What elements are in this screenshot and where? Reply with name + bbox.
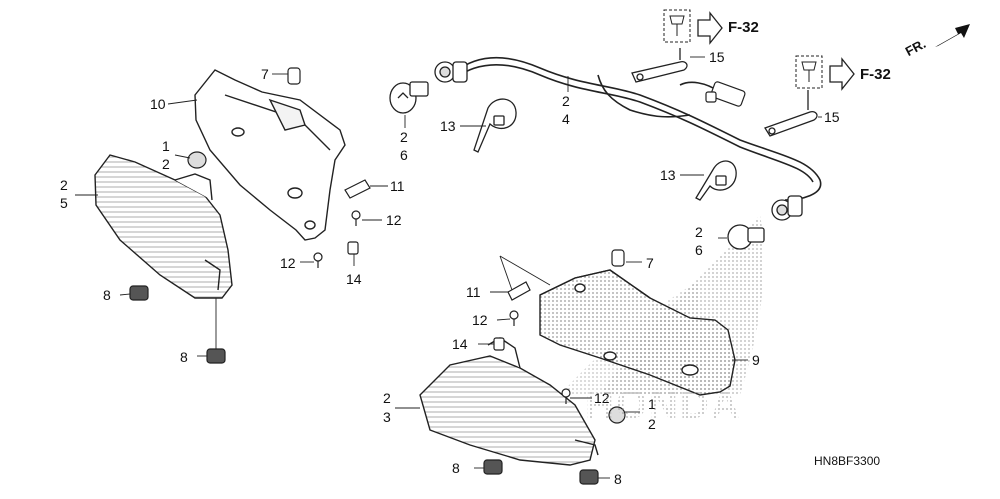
- cable-tie-upper: [473, 98, 517, 153]
- right-headlight: [419, 337, 599, 466]
- callout-2-lower-cap: 2: [648, 417, 656, 431]
- callout-9: 9: [752, 352, 760, 368]
- ref-arrow-lower: [829, 57, 855, 91]
- bulb-upper: [389, 81, 429, 114]
- callout-14-upper: 14: [346, 271, 362, 287]
- rubber-cap-right: [608, 406, 626, 424]
- left-headlight: [94, 154, 233, 299]
- diagram-code: HN8BF3300: [814, 454, 881, 468]
- callout-8-right-1: 8: [452, 460, 460, 476]
- right-bracket: [539, 269, 736, 396]
- screw-12-c: [509, 310, 519, 326]
- callout-3: 3: [383, 409, 391, 425]
- callout-2-upper-cap: 2: [162, 156, 170, 172]
- clip-icon-lower: [801, 61, 817, 82]
- nut-14-upper: [347, 241, 359, 255]
- callout-2-left-lamp: 2: [60, 177, 68, 193]
- callout-7-lower: 7: [646, 255, 654, 271]
- screw-12-a: [351, 210, 361, 226]
- ref-arrow-upper: [697, 11, 723, 45]
- left-bracket: [194, 69, 346, 241]
- reference-f32-upper: F-32: [728, 19, 759, 36]
- wiring-harness: [454, 56, 822, 201]
- cable-tie-lower: [695, 160, 737, 201]
- callout-6-lower: 6: [695, 242, 703, 258]
- clip-7-upper: [287, 67, 301, 85]
- callout-12-upper-a: 12: [386, 212, 402, 228]
- honda-watermark-text: HONDA: [585, 383, 742, 427]
- grommet-right-2: [579, 469, 599, 485]
- callout-2-bulb-upper: 2: [400, 129, 408, 145]
- callout-7-upper: 7: [261, 66, 269, 82]
- callout-13-lower: 13: [660, 167, 676, 183]
- callout-8-left-1: 8: [103, 287, 111, 303]
- clip-box-lower: [795, 55, 823, 89]
- callout-14-lower: 14: [452, 336, 468, 352]
- callout-12-lower-b: 12: [594, 391, 610, 405]
- bulb-socket-lower: [771, 195, 803, 221]
- callout-2-harness: 2: [562, 93, 570, 109]
- callout-1-upper: 1: [162, 138, 170, 154]
- callout-15-lower: 15: [824, 109, 840, 125]
- callout-1-lower: 1: [648, 397, 656, 411]
- clip-7-lower: [611, 249, 625, 267]
- callout-4: 4: [562, 111, 570, 127]
- callout-8-left-2: 8: [180, 349, 188, 365]
- nut-14-lower: [493, 337, 505, 351]
- callout-11-lower: 11: [466, 284, 481, 300]
- callout-13-upper: 13: [440, 118, 456, 134]
- stay-upper: [631, 48, 688, 83]
- grommet-right-1: [483, 459, 503, 475]
- harness-connector: [705, 81, 746, 107]
- clamp-11-lower: [507, 281, 531, 301]
- clip-icon-upper: [669, 15, 685, 36]
- callout-10: 10: [150, 96, 166, 112]
- reference-f32-lower: F-32: [860, 66, 891, 83]
- bulb-socket-upper: [434, 61, 468, 83]
- callout-12-upper-b: 12: [280, 255, 296, 271]
- callout-15-upper: 15: [709, 49, 725, 65]
- callout-2-bulb-lower: 2: [695, 224, 703, 240]
- grommet-left-1: [129, 285, 149, 301]
- rubber-cap-left: [187, 151, 207, 169]
- clip-box-upper: [663, 9, 691, 43]
- callout-5: 5: [60, 195, 68, 211]
- grommet-left-2: [206, 348, 226, 364]
- stay-lower: [764, 90, 818, 137]
- callout-12-lower-a: 12: [472, 312, 488, 328]
- callout-11-upper: 11: [390, 178, 405, 194]
- screw-12-b: [313, 252, 323, 268]
- callout-6-upper: 6: [400, 147, 408, 163]
- bulb-lower: [727, 224, 765, 250]
- screw-12-d: [561, 388, 571, 404]
- leader-lines: [75, 56, 822, 479]
- callout-2-right-lamp: 2: [383, 390, 391, 406]
- callout-8-right-2: 8: [614, 471, 622, 487]
- clamp-11-upper: [344, 179, 371, 199]
- front-arrow: [935, 24, 970, 47]
